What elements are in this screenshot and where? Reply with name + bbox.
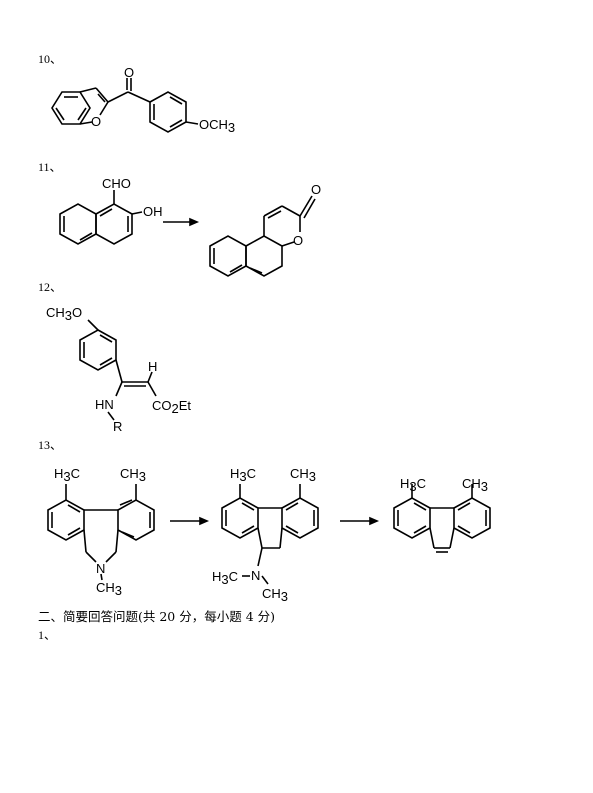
atom-label: H [230,466,239,481]
reaction-arrow-13-a [170,516,210,526]
atom-label: H [54,466,63,481]
atom-label: O [293,233,303,248]
atom-label-subscript: 3 [281,589,288,604]
atom-label-subscript: 3 [309,469,316,484]
atom-label: Et [179,398,192,413]
svg-text:H3C: H3C [400,476,426,494]
atom-label: O [311,182,321,197]
atom-label: CH [46,305,65,320]
atom-label-subscript: 3 [228,120,235,135]
atom-label: H [400,476,409,491]
problem-number-13: 13、 [38,438,63,452]
svg-text:CH3: CH3 [462,476,488,494]
structure-11-product [209,195,316,277]
atom-label: OCH [199,117,228,132]
section-heading: 二、简要回答问题(共 20 分，每小题 4 分) [38,609,276,624]
reaction-arrow-13-b [340,516,380,526]
structure-11-reactant [59,190,143,245]
problem-number-10: 10、 [38,52,63,66]
structure-10 [51,78,199,133]
svg-text:H3C: H3C [230,466,256,484]
problem-number-11: 11、 [38,160,62,174]
svg-text:CO2Et: CO2Et [152,398,191,416]
atom-label: CH [262,586,281,601]
atom-label-subscript: 3 [115,583,122,598]
atom-label-subscript: 3 [139,469,146,484]
atom-label: H [212,569,221,584]
atom-label: CO [152,398,172,413]
reaction-arrow-11 [163,217,200,227]
atom-label: CH [120,466,139,481]
atom-label: H [148,359,157,374]
svg-text:CH3: CH3 [262,586,288,604]
structure-13-a [47,484,155,581]
svg-text:CH3: CH3 [96,580,122,598]
atom-label: C [71,466,80,481]
atom-label: O [124,65,134,80]
structure-13-c [393,484,491,553]
svg-text:CH3: CH3 [120,466,146,484]
atom-label: C [417,476,426,491]
atom-label-subscript: 3 [409,479,416,494]
atom-label: C [247,466,256,481]
subquestion-number: 1、 [38,628,57,642]
atom-label: R [113,419,122,434]
structure-13-b [221,484,319,585]
atom-label: CH [96,580,115,595]
atom-label: N [96,561,105,576]
atom-label: HN [95,397,114,412]
atom-label: O [91,114,101,129]
atom-label: CHO [102,176,131,191]
structure-12 [79,319,157,421]
atom-label: O [72,305,82,320]
atom-label: N [251,568,260,583]
atom-label: C [229,569,238,584]
svg-text:H3C: H3C [212,569,238,587]
atom-label: CH [290,466,309,481]
atom-label-subscript: 3 [221,572,228,587]
atom-label: OH [143,204,163,219]
atom-label: CH [462,476,481,491]
problem-number-12: 12、 [38,280,63,294]
atom-labels: O O OCH3 CHO OH O O CH3O H HN R CO2Et H3… [46,65,488,604]
atom-label-subscript: 2 [172,401,179,416]
atom-label-subscript: 3 [239,469,246,484]
atom-label-subscript: 3 [65,308,72,323]
svg-text:CH3O: CH3O [46,305,82,323]
svg-text:OCH3: OCH3 [199,117,235,135]
svg-text:H3C: H3C [54,466,80,484]
atom-label-subscript: 3 [481,479,488,494]
svg-text:CH3: CH3 [290,466,316,484]
atom-label-subscript: 3 [63,469,70,484]
